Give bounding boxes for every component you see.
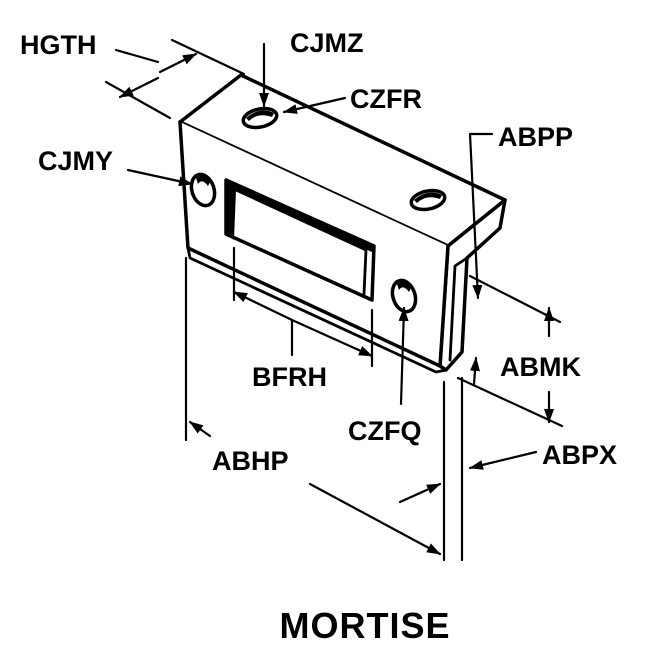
callout-cjmy: CJMY xyxy=(38,146,113,176)
hole-top-rear xyxy=(409,188,447,212)
callout-czfr: CZFR xyxy=(350,84,422,114)
bottom-edge xyxy=(186,246,448,374)
flange-inner-edge xyxy=(448,256,469,362)
dimension-lines xyxy=(104,38,564,562)
callouts: HGTH CJMZ CZFR ABPP CJMY BFRH ABMK CZFQ … xyxy=(20,28,617,476)
hole-cjmz xyxy=(241,106,279,130)
front-slot xyxy=(224,178,376,302)
callout-cjmz: CJMZ xyxy=(290,28,364,58)
figure-caption: MORTISE xyxy=(279,605,450,646)
callout-abpx: ABPX xyxy=(542,440,617,470)
hole-cjmy xyxy=(189,172,217,208)
callout-hgth: HGTH xyxy=(20,30,97,60)
callout-abmk: ABMK xyxy=(500,352,581,382)
callout-abpp: ABPP xyxy=(498,122,573,152)
hole-czfq xyxy=(390,278,418,314)
mortise-part xyxy=(178,73,507,374)
callout-bfrh: BFRH xyxy=(252,362,327,392)
callout-czfq: CZFQ xyxy=(348,416,422,446)
callout-abhp: ABHP xyxy=(212,446,289,476)
